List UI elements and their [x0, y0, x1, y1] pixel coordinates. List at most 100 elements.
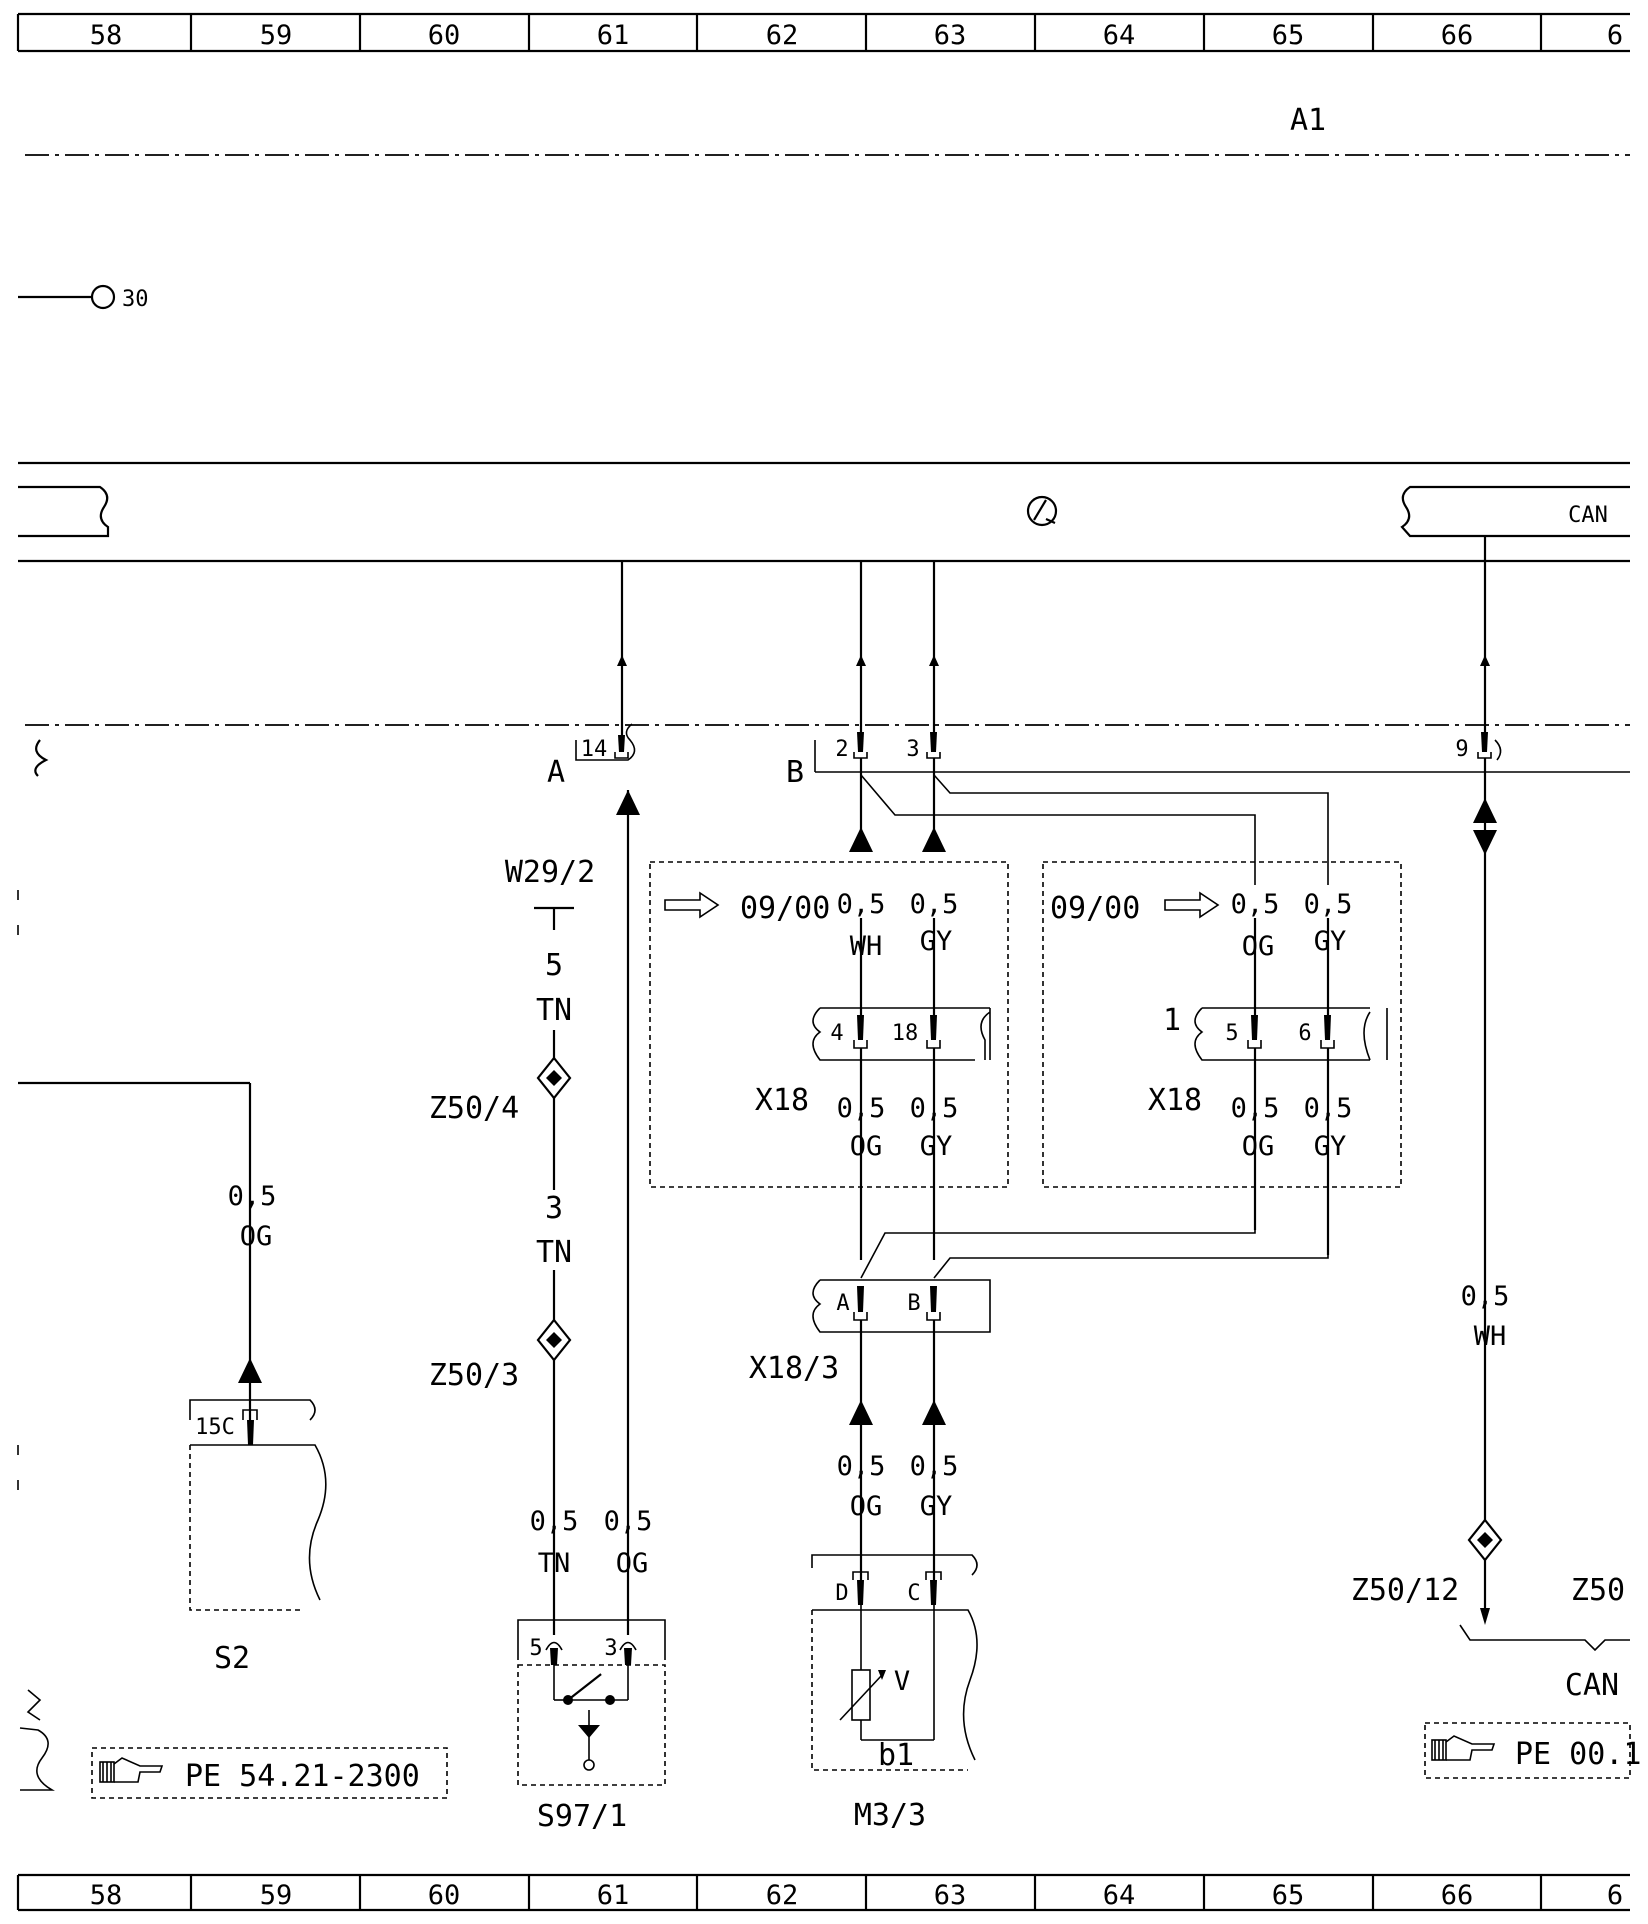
- z50-3-label: Z50/3: [429, 1358, 519, 1393]
- m33-w2-color: GY: [920, 1491, 953, 1522]
- ruler-top-59: 59: [260, 20, 293, 51]
- ruler-top-61: 61: [597, 20, 630, 51]
- connector-right-pin-9: 9: [1455, 737, 1468, 762]
- ruler-top-60: 60: [428, 20, 461, 51]
- box-left-lw1-color: OG: [850, 1131, 883, 1162]
- m33-v-label: V: [894, 1666, 910, 1697]
- ruler-bottom-62: 62: [766, 1880, 799, 1911]
- box-left-w2-size: 0,5: [910, 889, 959, 920]
- can-bus-label: CAN: [1568, 503, 1608, 528]
- ruler-bottom-64: 64: [1103, 1880, 1136, 1911]
- box-left-w1-color: WH: [850, 931, 883, 962]
- ruler-top-58: 58: [90, 20, 123, 51]
- m33-label: M3/3: [854, 1798, 926, 1833]
- box-right-connector: X18: [1148, 1083, 1202, 1118]
- ruler-top-63: 63: [934, 20, 967, 51]
- box-right-date: 09/00: [1050, 891, 1140, 926]
- break-mark: [34, 739, 49, 777]
- reference-right-text[interactable]: PE 00.1: [1515, 1737, 1641, 1772]
- can-wire-color: WH: [1474, 1321, 1507, 1352]
- tn-3-num: 3: [545, 1191, 563, 1226]
- can-bus: CAN: [18, 461, 1630, 563]
- ruler-bottom-61: 61: [597, 1880, 630, 1911]
- s97-w1-color: TN: [538, 1548, 571, 1579]
- bottom-ruler: 58 59 60 61 62 63 64 65 66 6: [16, 1873, 1630, 1912]
- s2-wire-color: OG: [240, 1221, 273, 1252]
- ruler-top-64: 64: [1103, 20, 1136, 51]
- s2-pin-15c: 15C: [195, 1415, 235, 1440]
- ruler-bottom-58: 58: [90, 1880, 123, 1911]
- box-right-w1-color: OG: [1242, 931, 1275, 962]
- splice-z50-3-icon: [536, 1318, 572, 1362]
- ruler-top-62: 62: [766, 20, 799, 51]
- m33-wires: 0,5 OG 0,5 GY: [837, 1320, 959, 1580]
- s97-w2-color: OG: [616, 1548, 649, 1579]
- component-s2: 0,5 OG 15C S2: [18, 1081, 327, 1676]
- box-left-w2-color: GY: [920, 926, 953, 957]
- s97-w2-size: 0,5: [604, 1506, 653, 1537]
- splice-z50-4-icon: [536, 1056, 572, 1100]
- box-right-pin-5: 5: [1225, 1021, 1238, 1046]
- can-wire-right: 0,5 WH Z50/12 Z50 CAN: [1351, 758, 1630, 1703]
- m33-pin-d: D: [835, 1581, 848, 1606]
- can-wire-size: 0,5: [1461, 1281, 1510, 1312]
- ruler-bottom-59: 59: [260, 1880, 293, 1911]
- ruler-top-67: 6: [1607, 20, 1623, 51]
- return-wire-gy: [933, 1190, 1329, 1279]
- ruler-top-65: 65: [1272, 20, 1305, 51]
- m33-w2-size: 0,5: [910, 1451, 959, 1482]
- connector-a-pin-14: 14: [581, 737, 608, 762]
- box-left-pin-4: 4: [830, 1021, 843, 1046]
- ruler-top-66: 66: [1441, 20, 1474, 51]
- box-left-lw1-size: 0,5: [837, 1093, 886, 1124]
- connector-x18-3: A B X18/3: [749, 1279, 991, 1386]
- pointing-hand-icon: [99, 1757, 164, 1783]
- box-right-pin-6: 6: [1298, 1021, 1311, 1046]
- connector-b-pin-3: 3: [906, 737, 919, 762]
- top-ruler: 58 59 60 61 62 63 64 65 66 6: [16, 12, 1630, 53]
- pointing-hand-icon: [1431, 1735, 1496, 1761]
- z50-12-label: Z50/12: [1351, 1573, 1459, 1608]
- can-label-bottom: CAN: [1565, 1668, 1619, 1703]
- w29-label: W29/2: [505, 855, 595, 890]
- m33-w1-size: 0,5: [837, 1451, 886, 1482]
- crossover-wires: [849, 758, 1329, 885]
- reference-left-text[interactable]: PE 54.21-2300: [185, 1759, 420, 1794]
- s97-pin-3: 3: [604, 1636, 617, 1661]
- m33-pin-c: C: [907, 1581, 920, 1606]
- z50-partial-label: Z50: [1571, 1573, 1625, 1608]
- box-right-one: 1: [1163, 1003, 1181, 1038]
- ruler-bottom-66: 66: [1441, 1880, 1474, 1911]
- component-m3-3: D C V b1 M3/3: [811, 1554, 978, 1833]
- arrow-right-icon: [664, 891, 720, 919]
- s2-label: S2: [214, 1641, 250, 1676]
- ruler-bottom-60: 60: [428, 1880, 461, 1911]
- splice-z50-12-icon: [1467, 1518, 1503, 1562]
- terminal-30-label: 30: [122, 287, 149, 312]
- tn-5-color: TN: [536, 993, 572, 1028]
- connector-right: 9: [1455, 732, 1502, 762]
- s97-pin-5: 5: [529, 1636, 542, 1661]
- variant-box-right: 09/00 0,5 OG 0,5 GY 1 5 6 X18 0,5 OG 0,5…: [1042, 861, 1402, 1255]
- ground-symbol-icon: [1026, 495, 1058, 527]
- box-right-w2-size: 0,5: [1304, 889, 1353, 920]
- connector-a: A 14: [547, 723, 636, 790]
- reference-box-left: PE 54.21-2300: [91, 1747, 448, 1799]
- og-wire-s97: [616, 790, 640, 1635]
- box-right-lw2-color: GY: [1314, 1131, 1347, 1162]
- variant-box-left: 09/00 0,5 WH 0,5 GY 4 18 X18 0,5 OG 0,5 …: [649, 861, 1009, 1260]
- connector-a-label: A: [547, 755, 565, 790]
- return-wire-og: [860, 1190, 1256, 1279]
- box-right-lw1-size: 0,5: [1231, 1093, 1280, 1124]
- ruler-bottom-63: 63: [934, 1880, 967, 1911]
- s97-label: S97/1: [537, 1799, 627, 1834]
- box-left-w1-size: 0,5: [837, 889, 886, 920]
- box-right-lw1-color: OG: [1242, 1131, 1275, 1162]
- connector-b-label: B: [786, 755, 804, 790]
- tn-5-num: 5: [545, 948, 563, 983]
- box-right-w1-size: 0,5: [1231, 889, 1280, 920]
- box-left-lw2-color: GY: [920, 1131, 953, 1162]
- m33-w1-color: OG: [850, 1491, 883, 1522]
- tn-branch: W29/2 5 TN Z50/4 3 TN Z50/3: [429, 855, 595, 1635]
